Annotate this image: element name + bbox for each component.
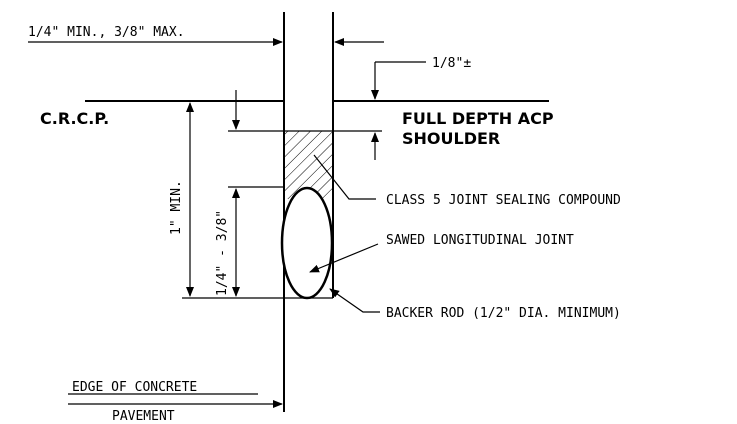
backer-rod-label: BACKER ROD (1/2" DIA. MINIMUM): [386, 306, 621, 321]
sawed-joint-leader: [309, 243, 379, 273]
shoulder-label-line1: FULL DEPTH ACP: [402, 109, 554, 128]
backer-rod-leader: [329, 288, 380, 313]
sealant-depth-label: 1/4" - 3/8": [215, 210, 230, 296]
joint-width-label: 1/4" MIN., 3/8" MAX.: [28, 25, 185, 40]
sawed-joint-label: SAWED LONGITUDINAL JOINT: [386, 233, 574, 248]
backer-rod: [280, 186, 334, 300]
sealing-compound-leader: [313, 154, 376, 200]
crcp-label: C.R.C.P.: [40, 109, 109, 128]
edge-label-line1: EDGE OF CONCRETE: [72, 380, 197, 395]
shoulder-slab: [332, 12, 549, 298]
crcp-slab: [85, 12, 285, 412]
shoulder-label-line2: SHOULDER: [402, 129, 500, 148]
recess-label: 1/8"±: [432, 56, 471, 71]
sealing-compound-label: CLASS 5 JOINT SEALING COMPOUND: [386, 193, 621, 208]
edge-label-line2: PAVEMENT: [112, 409, 175, 424]
depth-min-label: 1" MIN.: [169, 180, 184, 235]
